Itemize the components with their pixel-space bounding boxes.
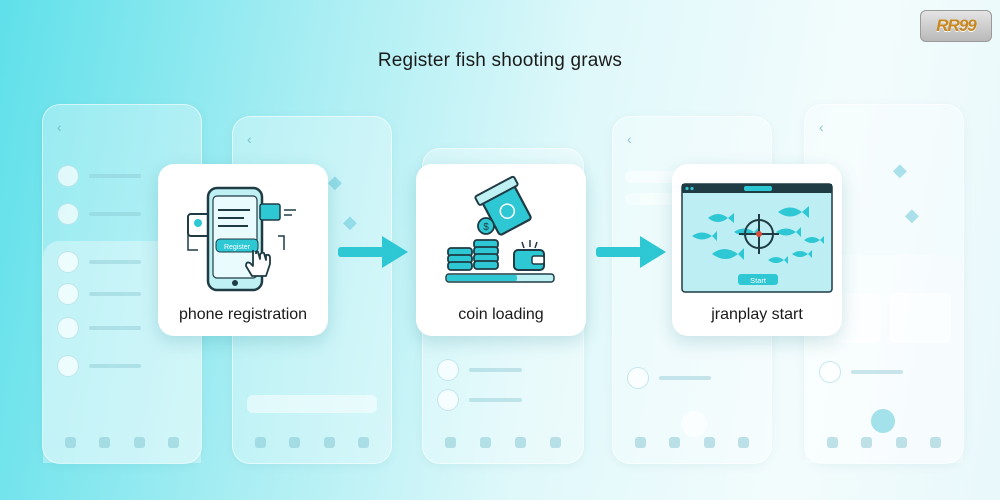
start-button-label: Start xyxy=(750,276,767,285)
step-card-coin-loading[interactable]: $ coin loading xyxy=(416,164,586,336)
fish-icon xyxy=(692,206,824,264)
crosshair-icon xyxy=(739,214,779,254)
brand-logo: RR99 xyxy=(920,10,992,42)
coin-stack-icon xyxy=(447,239,499,271)
step-card-game-start[interactable]: Start jranplay start xyxy=(672,164,842,336)
hand-pointer-icon xyxy=(245,250,271,277)
arrow-right-icon xyxy=(596,236,666,268)
brand-logo-text: RR99 xyxy=(936,16,976,35)
game-start-illustration: Start xyxy=(681,183,833,293)
phone-registration-illustration: Register xyxy=(187,186,296,292)
ghost-nav xyxy=(53,429,191,455)
arrow-right-icon xyxy=(338,236,408,268)
page-title: Register fish shooting graws xyxy=(377,50,623,71)
step-caption: coin loading xyxy=(458,306,544,323)
wallet-icon xyxy=(513,240,545,271)
register-button-label: Register xyxy=(224,244,251,251)
coin-loading-illustration: $ xyxy=(445,175,555,283)
step-caption: jranplay start xyxy=(711,306,803,323)
back-icon: ‹ xyxy=(57,119,62,135)
svg-text:$: $ xyxy=(483,222,489,233)
step-card-phone-registration[interactable]: Register phone registration xyxy=(158,164,328,336)
bag-icon xyxy=(474,175,532,236)
step-caption: phone registration xyxy=(178,306,308,323)
